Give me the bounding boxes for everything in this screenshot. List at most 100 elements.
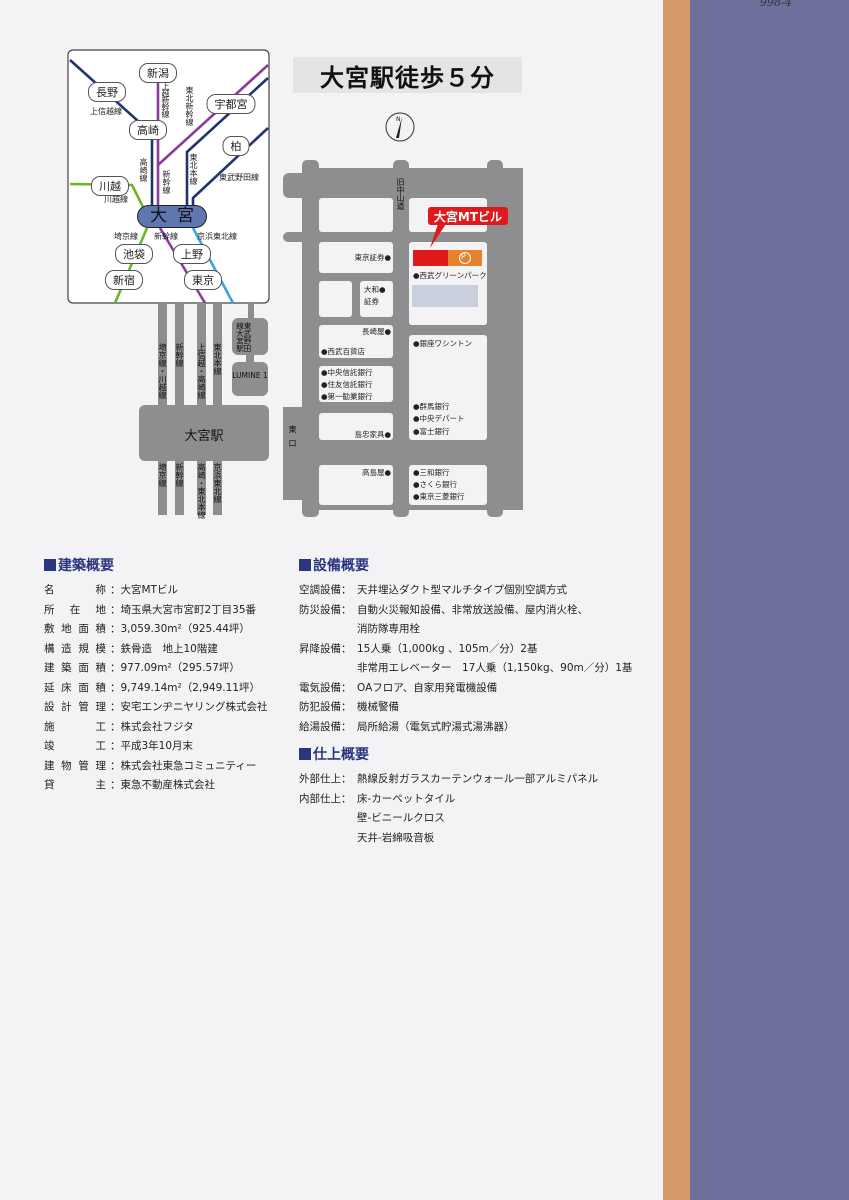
spec-row: 建物管理：株式会社東急コミュニティー	[44, 757, 268, 777]
purple-panel	[690, 0, 849, 1200]
mt-building-callout: 大宮MTビル	[428, 207, 508, 225]
line-saikyo	[113, 227, 149, 304]
landmark: ●中央デパート	[413, 414, 465, 423]
landmark: ●住友信託銀行	[321, 380, 373, 389]
track-label: 上信越・高崎線	[197, 343, 206, 399]
station-utsunomiya: 宇都宮	[206, 94, 256, 114]
landmark: 島忠家具●	[354, 430, 391, 439]
road-kyu-nakasendo: 旧中山道	[396, 178, 405, 210]
spec-label: 竣工	[44, 740, 106, 752]
spec-row: 延床面積：9,749.14m²（2,949.11坪）	[44, 679, 268, 699]
colon: ：	[110, 779, 121, 791]
spec-label	[299, 829, 357, 849]
spec-value: 鉄骨造 地上10階建	[120, 642, 218, 655]
landmark: ●第一勧業銀行	[321, 392, 373, 401]
spec-label: 構造規模	[44, 642, 106, 655]
spec-label: 設計管理	[44, 701, 106, 713]
equipment-overview-section: 設備概要 空調設備：天井埋込ダクト型マルチタイプ個別空調方式防災設備：自動火災報…	[299, 555, 632, 737]
spec-label: 給湯設備：	[299, 720, 352, 733]
colon: ：	[110, 759, 121, 772]
track-label: 高崎・東北本線	[197, 463, 206, 519]
spec-label: 名称	[44, 584, 106, 596]
spec-value: 東急不動産株式会社	[120, 779, 216, 791]
spec-value: 機械警備	[357, 701, 399, 713]
spec-row: 防犯設備：機械警備	[299, 698, 632, 718]
spec-label	[299, 620, 357, 640]
station-diagram	[139, 303, 269, 515]
spec-row: 設計管理：安宅エンヂニヤリング株式会社	[44, 698, 268, 718]
spec-row: 施工：株式会社フジタ	[44, 718, 268, 738]
finish-overview-section: 仕上概要 外部仕上：熱線反射ガラスカーテンウォール一部アルミパネル内部仕上：床-…	[299, 744, 598, 848]
track-label: 京浜東北線	[213, 463, 222, 503]
spec-value: 床-カーペットタイル	[357, 792, 456, 805]
track-label: 新幹線	[175, 463, 184, 487]
spec-row: 給湯設備： 局所給湯（電気式貯湯式湯沸器）	[299, 718, 632, 738]
spec-label: 延床面積	[44, 681, 106, 694]
spec-value: 株式会社東急コミュニティー	[120, 759, 257, 772]
label-kawagoe: 川越線	[104, 195, 128, 204]
line-kawagoe	[69, 182, 145, 208]
tobu-station-box	[232, 318, 268, 355]
landmark: ●西武百貨店	[321, 347, 366, 356]
landmark: ●三和銀行	[413, 468, 450, 477]
spec-value: 3,059.30m²（925.44坪）	[120, 623, 250, 635]
label-joshinetsu: 上信越線	[90, 107, 122, 116]
landmark: ●さくら銀行	[413, 480, 458, 489]
spec-value: 局所給湯（電気式貯湯式湯沸器）	[357, 720, 515, 733]
colon: ：	[110, 662, 121, 674]
spec-row: 竣工：平成3年10月末	[44, 737, 268, 757]
station-shinjuku: 新宿	[105, 270, 143, 290]
label-keihin-tohoku: 京浜東北線	[197, 232, 237, 241]
spec-label: 貸主	[44, 779, 106, 791]
east-exit-label: 東口	[288, 425, 297, 453]
compass-north: N	[396, 116, 401, 123]
spec-value: 大宮MTビル	[120, 584, 178, 596]
label-saikyo: 埼京線	[114, 232, 138, 241]
omiya-station-label: 大宮駅	[184, 429, 224, 444]
spec-label: 内部仕上：	[299, 792, 352, 805]
track-label: 埼京線・川越線	[158, 343, 167, 399]
spec-label	[299, 809, 357, 829]
street-map	[283, 112, 523, 517]
colon: ：	[110, 720, 121, 733]
spec-label: 電気設備：	[299, 681, 352, 694]
handwritten-note: 998-4	[760, 0, 792, 9]
station-ikebukuro: 池袋	[115, 244, 153, 264]
omiya-station-box	[139, 405, 269, 461]
line-shinkansen-south	[158, 227, 207, 304]
station-tokyo: 東京	[184, 270, 222, 290]
colon: ：	[110, 642, 121, 655]
station-niigata: 新潟	[139, 63, 177, 83]
spec-value: 977.09m²（295.57坪）	[120, 662, 240, 674]
label-joetsu-shinkansen: 上越新幹線	[161, 82, 170, 117]
colon: ：	[110, 623, 121, 635]
building-overview-heading: 建築概要	[44, 555, 268, 575]
equipment-overview-list: 空調設備：天井埋込ダクト型マルチタイプ個別空調方式防災設備：自動火災報知設備、非…	[299, 581, 632, 737]
spec-label: 敷地面積	[44, 623, 106, 635]
spec-row: 防災設備：自動火災報知設備、非常放送設備、屋内消火栓、	[299, 601, 632, 621]
orange-stripe	[663, 0, 690, 1200]
landmark: ●中央信託銀行	[321, 368, 373, 377]
station-takasaki: 高崎	[129, 120, 167, 140]
page-title: 大宮駅徒歩５分	[293, 57, 522, 93]
lumine-label: LUMINE 1	[232, 371, 268, 380]
spec-label: 昇降設備：	[299, 642, 352, 655]
label-tohoku-honsen: 東北本線	[189, 153, 198, 185]
spec-value: 15人乗（1,000kg 、105m／分）2基	[357, 642, 538, 655]
spec-value: 天井-岩綿吸音板	[357, 831, 435, 844]
track-label: 新幹線	[175, 343, 184, 367]
spec-row: 敷地面積 ：3,059.30m²（925.44坪）	[44, 620, 268, 640]
track-label: 埼京線	[158, 463, 167, 487]
colon: ：	[110, 681, 121, 694]
spec-row: 天井-岩綿吸音板	[299, 829, 598, 849]
building-overview-list: 名称：大宮MTビル所在地：埼玉県大宮市宮町2丁目35番敷地面積：3,059.30…	[44, 581, 268, 796]
line-tohoku-shinkansen	[157, 64, 269, 166]
spec-value: 自動火災報知設備、非常放送設備、屋内消火栓、	[357, 603, 588, 616]
colon: ：	[110, 603, 121, 616]
landmark: ●西武グリーンパーク	[413, 271, 487, 280]
compass-icon	[385, 112, 415, 142]
spec-row: 所在地：埼玉県大宮市宮町2丁目35番	[44, 601, 268, 621]
photo-placeholder	[412, 285, 478, 307]
spec-value: 熱線反射ガラスカーテンウォール一部アルミパネル	[357, 773, 599, 785]
